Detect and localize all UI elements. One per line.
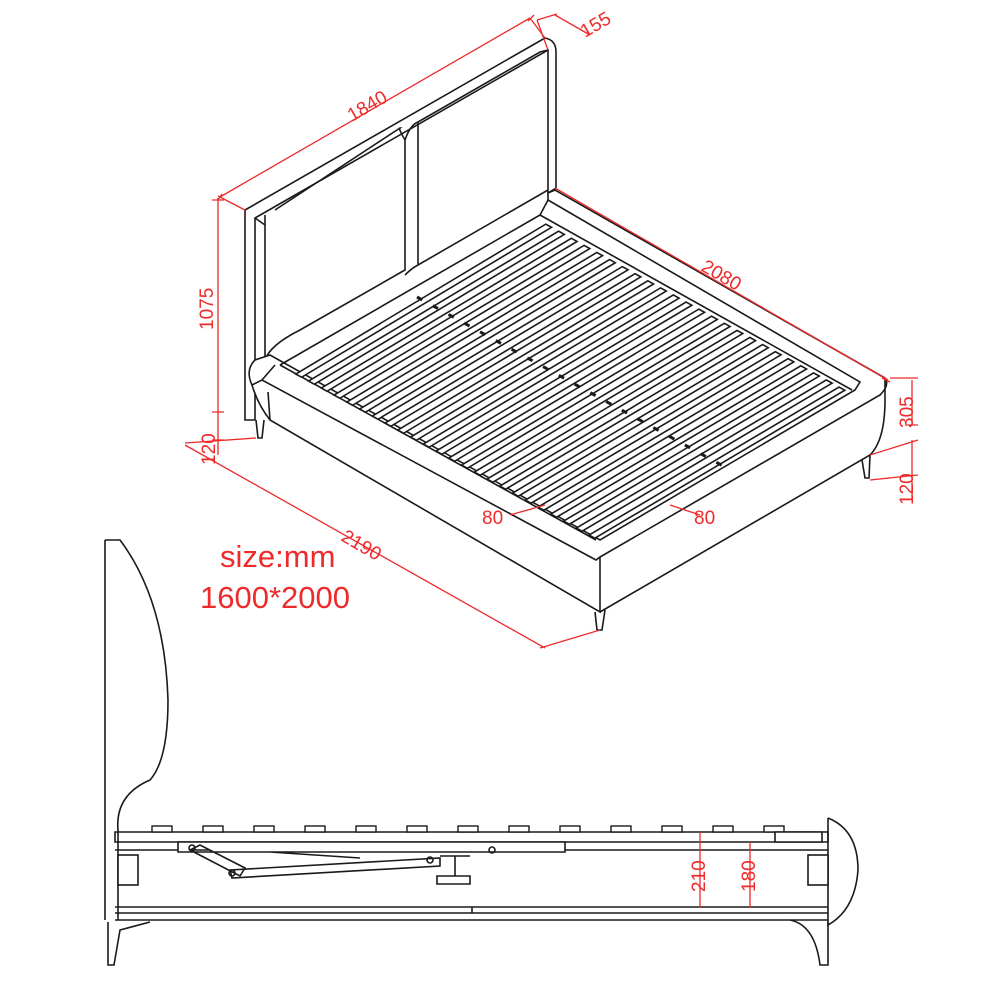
size-label: 1600*2000 [200,580,350,615]
slat [332,244,592,400]
leg-left-side [107,921,151,966]
slat-tab [253,825,275,833]
unit-label: size:mm [220,539,335,574]
slat [459,315,719,470]
footboard-side [827,817,859,927]
slat [294,223,554,379]
slat [561,371,821,526]
slat [396,279,656,435]
slat-tab [712,825,734,833]
slat-tabs [151,825,785,833]
slats [294,223,847,540]
slat-tab [202,825,224,833]
slat-tab [304,825,326,833]
dim-headboard-width: 1840 [344,87,391,126]
dim-leg-right: 120 [897,473,918,505]
slat-tab [355,825,377,833]
slat-tab [457,825,479,833]
dim-headboard-height: 1075 [197,288,218,330]
slat-tab [508,825,530,833]
slat-tab [151,825,173,833]
lift-mechanism [177,841,566,885]
headboard-side [104,539,169,920]
slat [357,258,617,414]
slat-tab [763,825,785,833]
slat [498,336,758,491]
slat-tab [610,825,632,833]
slat-tab [406,825,428,833]
dim-slat-gap-left: 80 [482,508,503,529]
headboard-panel-right [404,49,549,276]
dim-leg-left: 120 [199,433,220,465]
slat [408,286,668,442]
slat-tab [559,825,581,833]
dim-headboard-depth: 155 [577,8,615,42]
slat [472,322,732,477]
dim-side-height: 305 [897,396,918,428]
slat [485,329,745,484]
leg [594,609,606,631]
slat-tab [661,825,683,833]
bracket-right [807,854,829,886]
bracket-left [117,854,139,886]
leg-right-side [789,919,829,966]
rail-clip [774,831,823,843]
side-view: 210 180 [104,539,859,966]
leg [861,454,871,479]
leg [255,419,265,439]
bed-frame [248,189,888,614]
dim-storage-outer: 210 [689,860,710,892]
slat [523,350,783,505]
center-rail [416,295,724,468]
slat [536,357,796,512]
center-support [416,295,724,468]
dim-storage-inner: 180 [739,860,760,892]
slat [549,364,809,519]
slat [421,294,681,449]
dim-total-length: 2190 [338,526,385,565]
isometric-bed [244,37,888,631]
slat [345,251,605,407]
dim-slat-gap-right: 80 [694,508,715,529]
